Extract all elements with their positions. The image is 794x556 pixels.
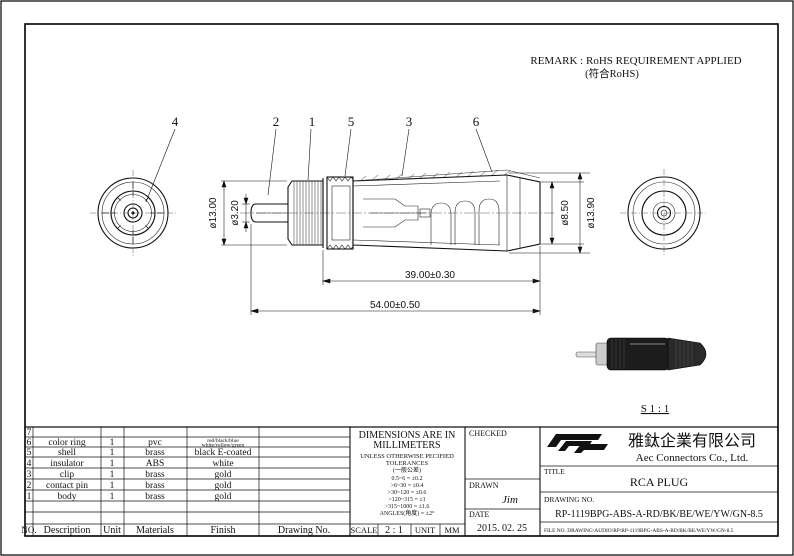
tol-l7: >120~315 = ±1 bbox=[388, 497, 425, 503]
unit-label: UNIT bbox=[415, 525, 436, 535]
title-label: TITLE bbox=[544, 467, 565, 476]
tol-l8: >315~1000 = ±1.6 bbox=[385, 504, 430, 510]
table-row-desc: insulator bbox=[50, 459, 84, 469]
dim-len54: 54.00±0.50 bbox=[370, 300, 420, 311]
header-drawing-no: Drawing No. bbox=[278, 525, 330, 536]
tol-l1: UNLESS OTHERWISE PECIFIED bbox=[360, 453, 454, 460]
header-description: Description bbox=[44, 525, 91, 536]
drawing-no-label: DRAWING NO. bbox=[544, 495, 594, 504]
callout-5: 5 bbox=[348, 114, 355, 129]
bom-rows: 7 6 color ring 1 pvc red/black/blue whit… bbox=[27, 428, 252, 502]
date-value: 2015. 02. 25 bbox=[477, 523, 527, 534]
drawing-title: RCA PLUG bbox=[630, 475, 689, 489]
tol-l4: 0.5~6 = ±0.2 bbox=[392, 476, 423, 482]
length-dims bbox=[249, 224, 542, 315]
table-row-finish: gold bbox=[215, 481, 232, 491]
callout-6: 6 bbox=[473, 114, 480, 129]
bom-headers: NO. Description Unit Materials Finish Dr… bbox=[21, 525, 330, 536]
table-row-mat: ABS bbox=[146, 459, 164, 469]
table-row-finish: gold bbox=[215, 492, 232, 502]
company-name-en: Aec Connectors Co., Ltd. bbox=[636, 452, 749, 464]
table-row-no: 2 bbox=[27, 481, 32, 491]
table-row-unit: 1 bbox=[110, 470, 115, 480]
date-label: DATE bbox=[469, 510, 490, 519]
company-logo bbox=[547, 434, 608, 453]
tol-title1: DIMENSIONS ARE IN bbox=[359, 430, 456, 441]
file-no: FILE NO. DRAWING\AUDIO\RP\RP-1119BPG-ABS… bbox=[544, 528, 734, 534]
table-row-no: 6 bbox=[27, 438, 32, 448]
table-row-unit: 1 bbox=[110, 492, 115, 502]
scale-row: SCALE 2 : 1 UNIT MM bbox=[351, 525, 460, 536]
dim-len39: 39.00±0.30 bbox=[405, 270, 455, 281]
right-end-view bbox=[620, 169, 708, 257]
table-row-desc: clip bbox=[60, 470, 74, 480]
header-unit: Unit bbox=[103, 525, 121, 536]
dim-d1390: ø13.90 bbox=[586, 197, 597, 229]
table-row-unit: 1 bbox=[110, 459, 115, 469]
checked-label: CHECKED bbox=[469, 429, 507, 438]
tol-l9: ANGLES(角度) = ±2° bbox=[380, 509, 435, 517]
table-row-no: 5 bbox=[27, 448, 32, 458]
tolerance-block: DIMENSIONS ARE IN MILLIMETERS UNLESS OTH… bbox=[359, 430, 456, 517]
table-row-desc: color ring bbox=[48, 438, 85, 448]
remark-line1: REMARK : RoHS REQUIREMENT APPLIED bbox=[530, 55, 741, 67]
table-row-no: 3 bbox=[27, 470, 32, 480]
side-view bbox=[240, 169, 555, 252]
diameter-dims-left bbox=[221, 180, 287, 246]
callout-1: 1 bbox=[309, 114, 316, 129]
inner-frame bbox=[24, 23, 779, 537]
table-row-no: 1 bbox=[27, 492, 32, 502]
table-row-desc: contact pin bbox=[46, 481, 88, 491]
table-row-mat: brass bbox=[145, 448, 165, 458]
tol-l2: TOLERANCES bbox=[386, 460, 429, 467]
table-row-mat: pvc bbox=[148, 438, 162, 448]
table-row-finish: white bbox=[212, 459, 233, 469]
table-row-mat: brass bbox=[145, 492, 165, 502]
table-row-desc: shell bbox=[58, 448, 76, 458]
drawing-no: RP-1119BPG-ABS-A-RD/BK/BE/WE/YW/GN-8.5 bbox=[555, 509, 763, 520]
table-row-no: 4 bbox=[27, 459, 32, 469]
left-end-view bbox=[90, 170, 176, 256]
table-row-finish2: white/yellow/green bbox=[202, 443, 245, 449]
tol-l3: (一般公差) bbox=[393, 466, 421, 474]
dim-d850: ø8.50 bbox=[560, 200, 571, 226]
remark-line2: (符合RoHS) bbox=[585, 67, 639, 80]
table-row-finish: black E-coated bbox=[195, 448, 252, 458]
dim-d13: ø13.00 bbox=[208, 197, 219, 229]
scale-value: 2 : 1 bbox=[385, 525, 403, 536]
scale-label: SCALE bbox=[351, 525, 378, 535]
tol-title2: MILLIMETERS bbox=[373, 440, 440, 451]
table-row-desc: body bbox=[58, 492, 77, 502]
header-no: NO. bbox=[21, 525, 36, 535]
dim-d320: ø3.20 bbox=[230, 200, 241, 226]
callout-2: 2 bbox=[273, 114, 280, 129]
diameter-dims-right bbox=[509, 172, 590, 254]
drawn-by: Jim bbox=[502, 494, 518, 506]
table-row-finish: red/black/blue bbox=[207, 438, 239, 444]
header-finish: Finish bbox=[210, 525, 235, 536]
tol-l5: >6~30 = ±0.4 bbox=[391, 483, 424, 489]
table-row-no: 7 bbox=[27, 428, 32, 438]
table-row-mat: brass bbox=[145, 470, 165, 480]
company-name-cn: 雅鈦企業有限公司 bbox=[628, 432, 756, 450]
callout-3: 3 bbox=[406, 114, 413, 129]
table-row-unit: 1 bbox=[110, 481, 115, 491]
table-row-mat: brass bbox=[145, 481, 165, 491]
bom-table bbox=[25, 426, 778, 536]
table-row-unit: 1 bbox=[110, 448, 115, 458]
table-row-finish: gold bbox=[215, 470, 232, 480]
product-render bbox=[575, 337, 707, 371]
unit-value: MM bbox=[444, 525, 460, 535]
callout-leaders bbox=[145, 128, 493, 203]
callout-4: 4 bbox=[172, 114, 179, 129]
header-materials: Materials bbox=[136, 525, 174, 536]
tol-l6: >30~120 = ±0.6 bbox=[388, 490, 427, 496]
drawn-label: DRAWN bbox=[469, 481, 499, 490]
scale-note: S 1 : 1 bbox=[641, 403, 669, 415]
table-row-unit: 1 bbox=[110, 438, 115, 448]
